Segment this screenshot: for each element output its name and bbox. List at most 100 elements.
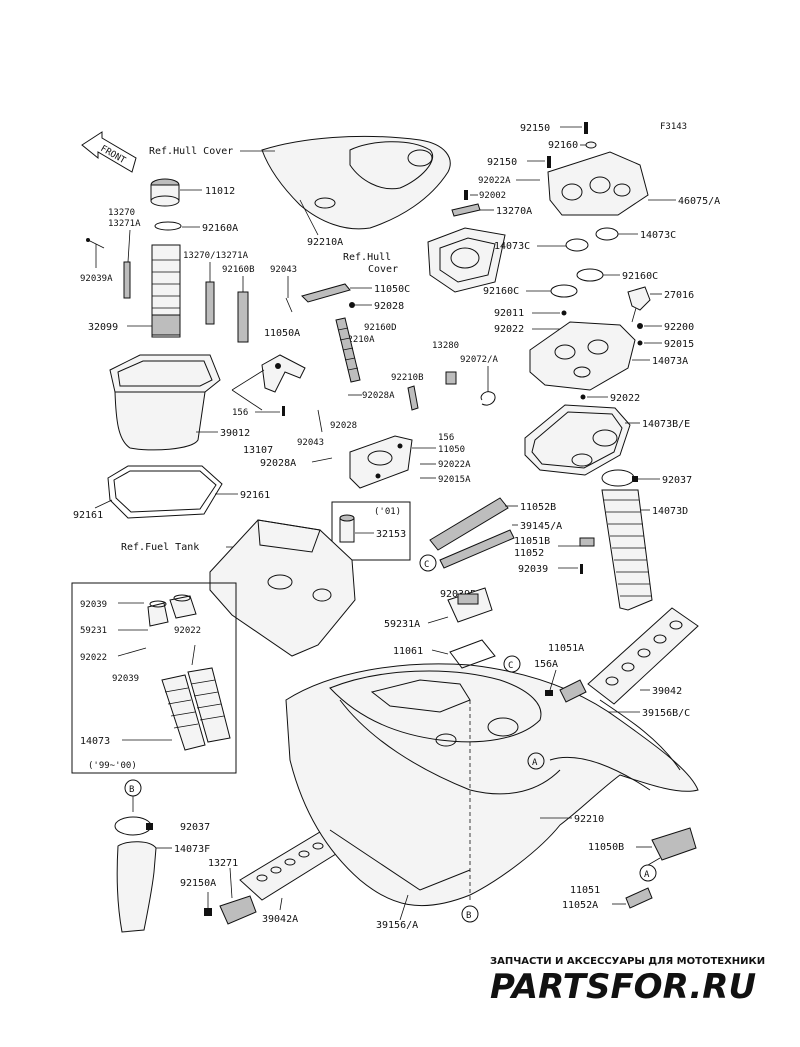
- label-13270-13271A: 13270/13271A: [183, 251, 249, 261]
- label-92022A-top: 92022A: [478, 176, 511, 186]
- label-11050B: 11050B: [588, 842, 624, 853]
- label-92210A-b: 92210A: [342, 335, 375, 345]
- bracket-13270A: [451, 203, 481, 217]
- marker-a-hull-text: A: [532, 758, 538, 768]
- marker-b-hull: [461, 905, 479, 923]
- hull-deck: [285, 663, 699, 907]
- label-92160A: 92160A: [202, 223, 238, 234]
- marker-b-hull-text: B: [466, 911, 471, 921]
- label-92072A: 92072/A: [460, 355, 499, 365]
- oring-92160A: [154, 221, 182, 231]
- bracket-13271: [219, 895, 257, 925]
- bolt-92150A: [204, 908, 212, 916]
- cover-46075A: [547, 151, 649, 216]
- label-92039-inset2: 92039: [112, 674, 139, 684]
- oring-92160C-b: [550, 284, 578, 298]
- hull-cover-console: [427, 227, 506, 293]
- marker-c-bottom-text: C: [508, 661, 513, 671]
- cap-27016: [627, 286, 651, 323]
- label-92150A: 92150A: [180, 878, 216, 889]
- marker-a-hull: [527, 752, 545, 770]
- label-11050: 11050: [438, 445, 465, 455]
- label-92210: 92210: [574, 814, 604, 825]
- inset-label-01: ('01): [374, 507, 401, 517]
- clip-92072A: [480, 391, 496, 406]
- label-92028-c: 92028: [330, 421, 357, 431]
- filler-tube-32099: [151, 244, 181, 338]
- marker-c-top-text: C: [424, 560, 429, 570]
- label-92022A: 92022A: [438, 460, 471, 470]
- rod-92210B: [407, 385, 419, 411]
- label-14073A: 14073A: [652, 356, 688, 367]
- latch-assembly-11050: [349, 435, 413, 489]
- bolt-92200: [637, 323, 643, 329]
- label-59231: 59231: [80, 626, 107, 636]
- label-92015: 92015: [664, 339, 694, 350]
- label-13271A: 13271A: [108, 219, 141, 229]
- bracket-13270-13271A: [205, 281, 215, 325]
- label-92160C: 92160C: [622, 271, 658, 282]
- label-92160B: 92160B: [222, 265, 255, 275]
- duct-14073BE: [524, 404, 631, 476]
- label-92150-b: 92150: [487, 157, 517, 168]
- label-92037-b: 92037: [180, 822, 210, 833]
- latch-plate-11050C: [301, 283, 351, 303]
- label-14073C: 14073C: [494, 241, 530, 252]
- inset-box-01: [331, 501, 411, 561]
- label-11051: 11051: [570, 885, 600, 896]
- label-13107: 13107: [243, 445, 273, 456]
- label-14073: 14073: [80, 736, 110, 747]
- watermark-line2: PARTSFOR.RU: [490, 967, 756, 1007]
- label-32153: 32153: [376, 529, 406, 540]
- hose-14073F: [116, 841, 157, 933]
- bellows-14073D: [601, 489, 653, 611]
- cap-11012: [150, 178, 180, 207]
- label-14073F: 14073F: [174, 844, 210, 855]
- label-156-a: 156: [232, 408, 248, 418]
- inset-label-99-00: ('99~'00): [88, 761, 137, 771]
- label-92150-a: 92150: [520, 123, 550, 134]
- bracket-13270: [123, 261, 131, 299]
- label-156A: 156A: [534, 659, 558, 670]
- cover-14073A: [529, 321, 636, 391]
- label-13270A: 13270A: [496, 206, 532, 217]
- label-46075A: 46075/A: [678, 196, 720, 207]
- label-92022-inset2: 92022: [80, 653, 107, 663]
- label-14073C-b: 14073C: [640, 230, 676, 241]
- front-arrow: FRONT: [81, 131, 137, 173]
- bracket-11050B: [651, 827, 697, 861]
- ref-hull-cover-label: Ref.Hull Cover: [149, 146, 233, 157]
- label-92210A: 92210A: [307, 237, 343, 248]
- label-92160C-b: 92160C: [483, 286, 519, 297]
- screw-156-a: [282, 406, 285, 416]
- label-92015A: 92015A: [438, 475, 471, 485]
- label-92037: 92037: [662, 475, 692, 486]
- ref-hull-cover-2a: Ref.Hull: [343, 252, 391, 263]
- label-11051B: 11051B: [514, 536, 550, 547]
- marker-c-bottom: [503, 655, 521, 673]
- clip-13280: [445, 371, 457, 385]
- ring-14073C-b: [595, 227, 619, 241]
- gas-spring-92210A: [335, 317, 361, 383]
- washer-92160: [585, 141, 597, 149]
- label-13271: 13271: [208, 858, 238, 869]
- grille-39042: [587, 607, 699, 705]
- label-92028: 92028: [374, 301, 404, 312]
- label-14073D: 14073D: [652, 506, 688, 517]
- hinge-bracket-11050A: [261, 354, 306, 393]
- marker-a-bottom-text: A: [644, 870, 650, 880]
- figure-code: F3143: [660, 122, 687, 132]
- watermark: ЗАПЧАСТИ И АКСЕССУАРЫ ДЛЯ МОТОТЕХНИКИ PA…: [490, 956, 765, 1007]
- label-92002: 92002: [479, 191, 506, 201]
- marker-b-left-text: B: [129, 785, 134, 795]
- label-11052: 11052: [514, 548, 544, 559]
- ref-hull-cover-2b: Cover: [368, 264, 398, 275]
- label-39145A: 39145/A: [520, 521, 562, 532]
- oring-92160C: [576, 268, 604, 282]
- label-13280: 13280: [432, 341, 459, 351]
- clamp-92037-b: [114, 816, 153, 836]
- screw-156A: [545, 690, 553, 696]
- label-39156BC: 39156B/C: [642, 708, 690, 719]
- label-156-b: 156: [438, 433, 454, 443]
